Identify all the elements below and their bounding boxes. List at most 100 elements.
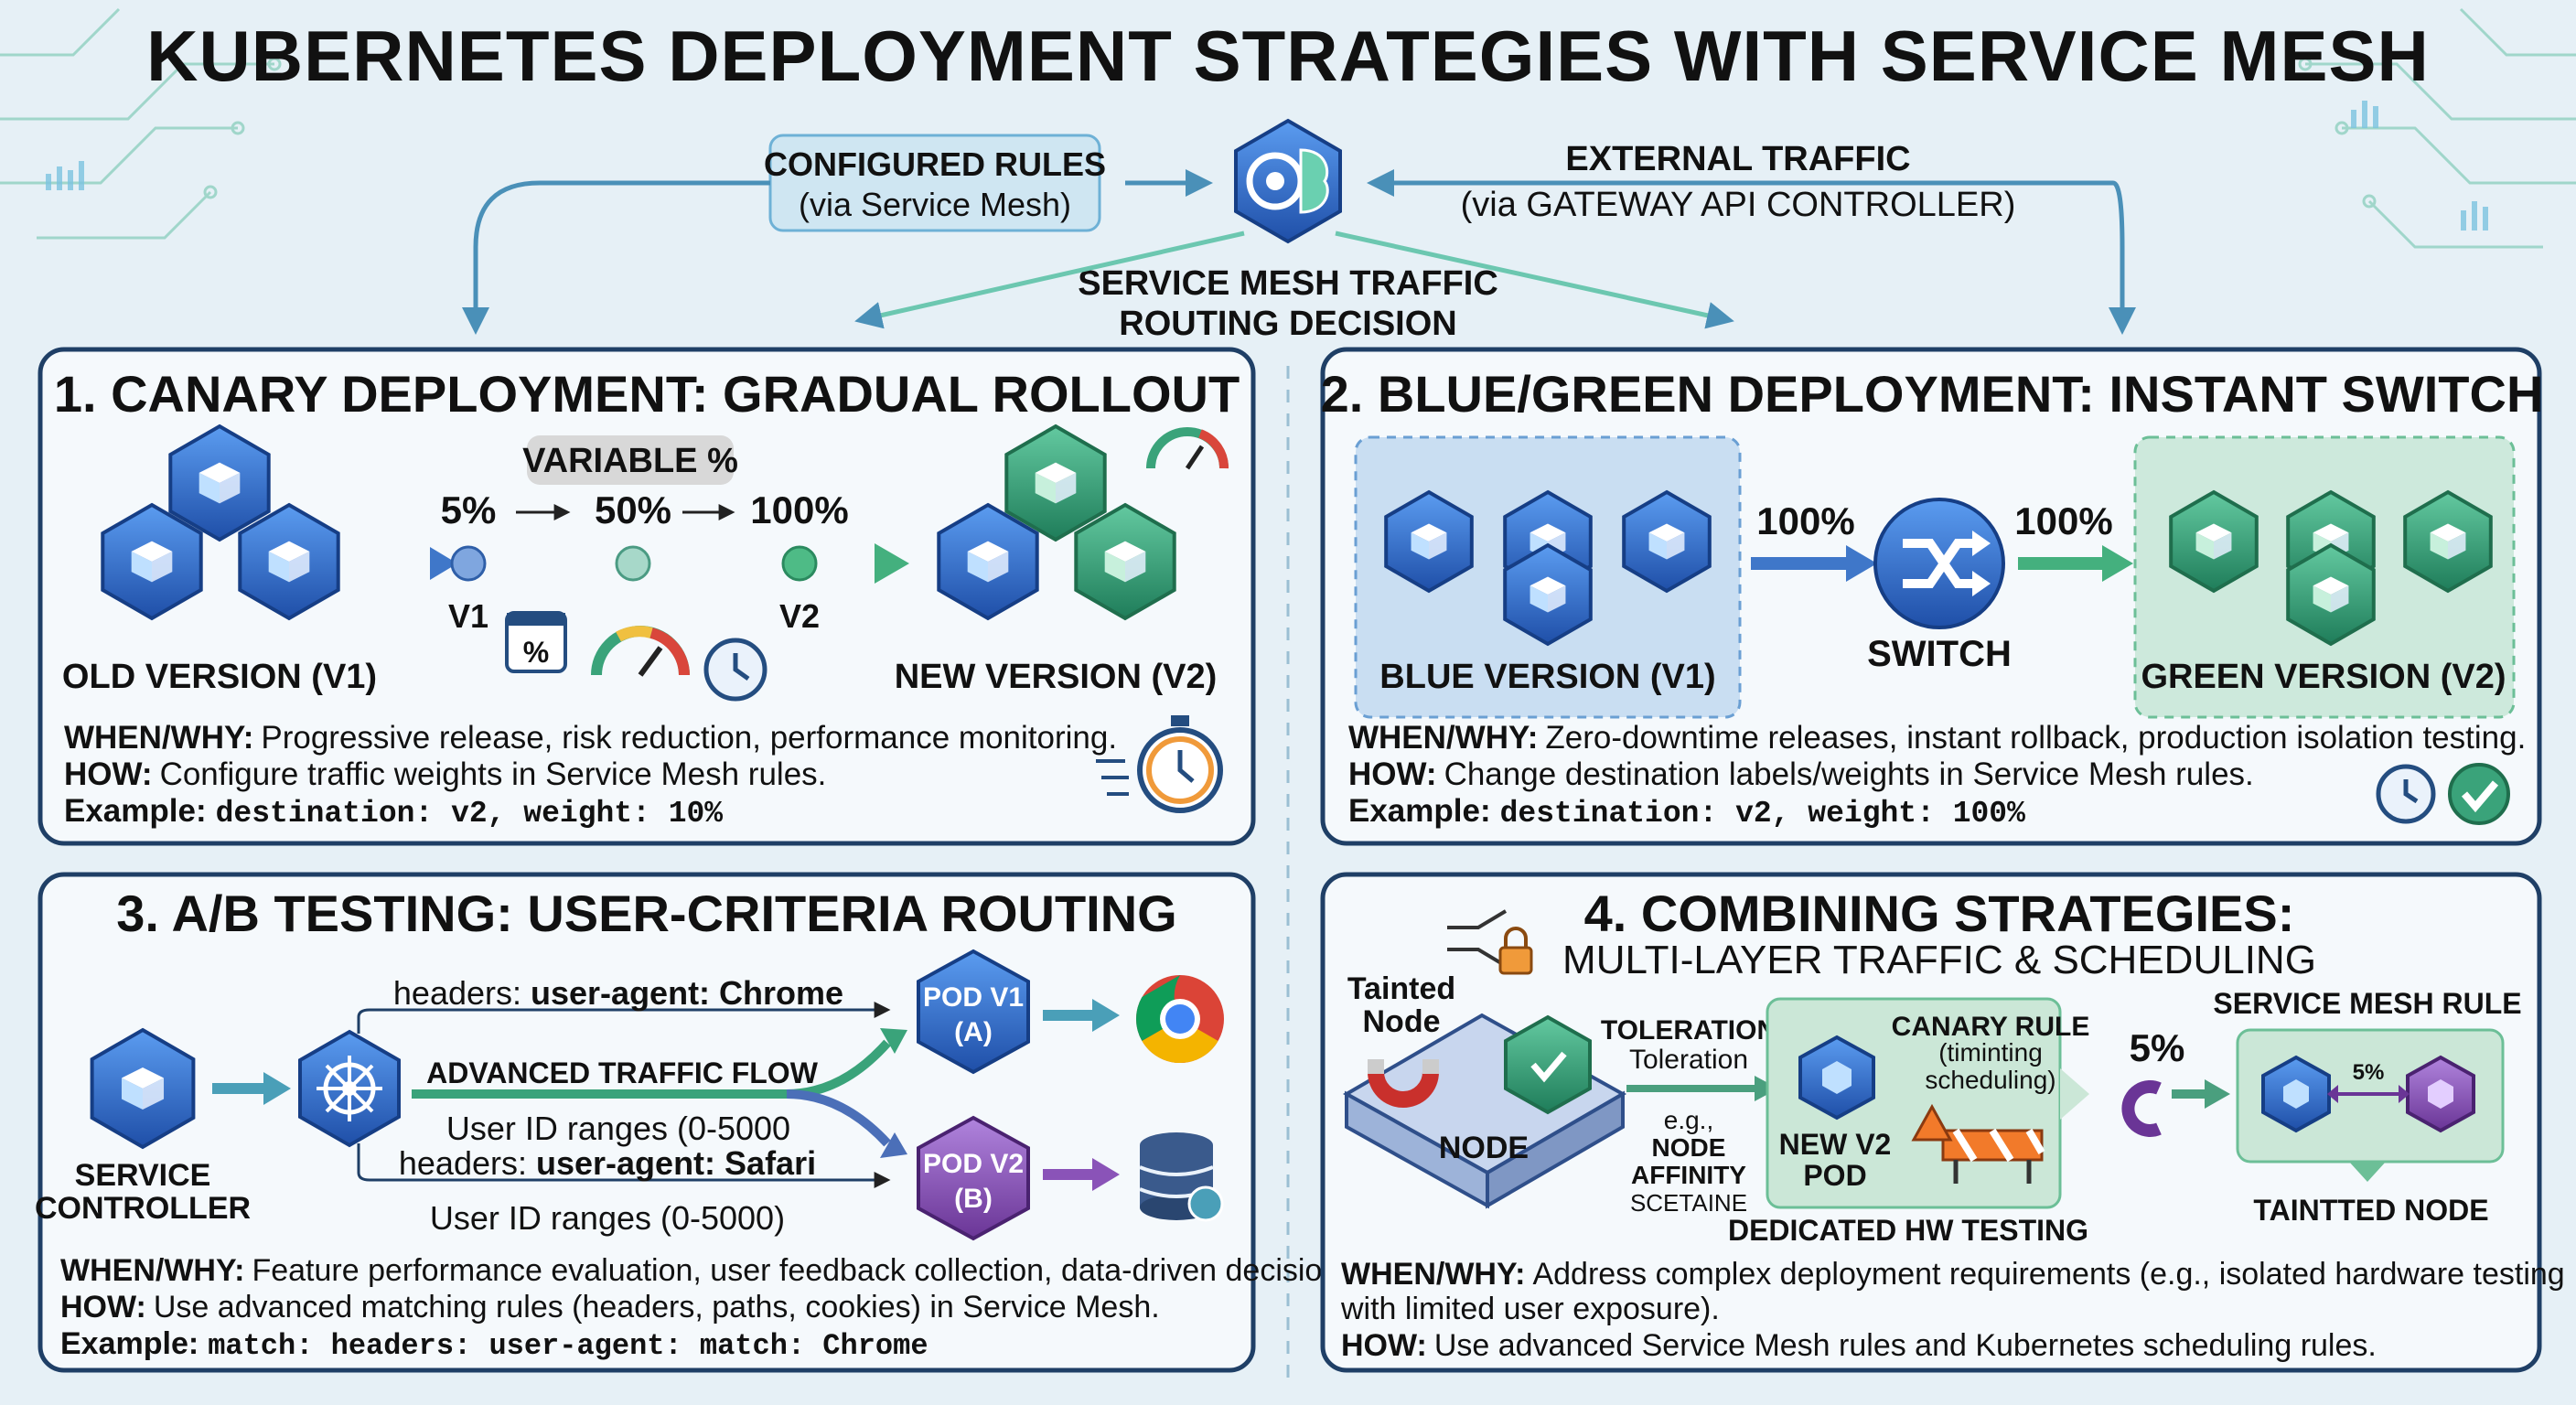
tainted-node-label-2: Node	[1363, 1004, 1441, 1039]
progress-100: 100%	[750, 488, 848, 531]
pod-v1-label-2: (A)	[954, 1017, 993, 1047]
pod-v2-hex	[917, 1115, 1030, 1241]
mesh-percent: 5%	[2353, 1060, 2385, 1085]
tainted-node-label-1: Tainted	[1347, 971, 1455, 1006]
pod-hex-icon	[90, 1027, 196, 1150]
old-version-label: OLD VERSION (V1)	[62, 658, 377, 696]
advanced-flow-label: ADVANCED TRAFFIC FLOW	[426, 1056, 819, 1089]
v1-label: V1	[448, 597, 488, 635]
switch-label: SWITCH	[1867, 634, 2012, 674]
bluegreen-title: 2. BLUE/GREEN DEPLOYMENT: INSTANT SWITCH	[1321, 365, 2544, 423]
clock-icon	[703, 638, 767, 702]
pod-hex-icon	[1074, 502, 1176, 621]
percent-left: 100%	[1756, 499, 1854, 542]
pod-hex-icon	[101, 502, 203, 621]
combo-when-cont: with limited user exposure).	[1340, 1292, 1720, 1326]
gear-brain-icon	[1234, 118, 1342, 244]
canary-example: Example:destination: v2, weight: 10%	[64, 793, 723, 831]
pod-hex-icon	[1004, 424, 1107, 542]
v2-label: V2	[779, 597, 820, 635]
combo-when: WHEN/WHY:Address complex deployment requ…	[1341, 1257, 2565, 1292]
percent-right: 100%	[2014, 499, 2112, 542]
progress-5: 5%	[441, 488, 497, 531]
progress-dot-v1	[450, 545, 487, 582]
header-arrows	[462, 169, 2136, 335]
ab-title: 3. A/B TESTING: USER-CRITERIA ROUTING	[116, 885, 1176, 942]
eg-line-2: NODE	[1652, 1133, 1726, 1162]
lock-route-icon	[1447, 909, 1533, 975]
database-icon	[1139, 1132, 1224, 1222]
pod-v2-label-2: (B)	[954, 1184, 993, 1214]
magnet-small-icon	[2121, 1080, 2162, 1137]
configured-rules-title: CONFIGURED RULES	[764, 145, 1106, 183]
service-controller-pod	[90, 1027, 196, 1150]
taintted-node-label: TAINTTED NODE	[2253, 1194, 2488, 1227]
combo-subtitle: MULTI-LAYER TRAFFIC & SCHEDULING	[1562, 938, 2316, 982]
eg-line-1: e.g.,	[1664, 1106, 1713, 1134]
clock-icon	[2376, 764, 2436, 824]
mesh-blue-pod	[2261, 1055, 2331, 1133]
new-v2-pod-label-2: POD	[1803, 1159, 1866, 1192]
mesh-rule-label: SERVICE MESH RULE	[2213, 987, 2521, 1020]
eg-line-4: SCETAINE	[1630, 1189, 1747, 1217]
ab-top-path	[357, 1002, 891, 1034]
mesh-purple-pod	[2406, 1055, 2475, 1133]
routing-decision-line1: SERVICE MESH TRAFFIC	[1078, 264, 1498, 303]
toleration-lower: Toleration	[1629, 1045, 1748, 1075]
old-version-pods	[101, 424, 340, 621]
svg-text:%: %	[523, 636, 549, 669]
progress-dot-v2	[781, 545, 818, 582]
canary-rule-title: CANARY RULE	[1892, 1012, 2090, 1042]
new-v2-pod-label-1: NEW V2	[1779, 1128, 1892, 1161]
node-platform	[1342, 1013, 1627, 1209]
node-label: NODE	[1439, 1131, 1529, 1165]
checkmark-icon	[2448, 763, 2510, 825]
magnet-icon	[1368, 1059, 1439, 1108]
page-title: KUBERNETES DEPLOYMENT STRATEGIES WITH SE…	[146, 16, 2430, 96]
combo-percent: 5%	[2130, 1026, 2185, 1069]
combo-how: HOW:Use advanced Service Mesh rules and …	[1341, 1328, 2377, 1363]
combo-title: 4. COMBINING STRATEGIES:	[1584, 885, 2295, 942]
canary-how: HOW:Configure traffic weights in Service…	[64, 756, 826, 792]
bluegreen-when: WHEN/WHY:Zero-downtime releases, instant…	[1348, 720, 2526, 756]
barrier-icon	[1911, 1103, 2045, 1184]
header-chrome: headers: user-agent: Chrome	[393, 974, 843, 1012]
service-controller-label-1: SERVICE	[75, 1158, 211, 1193]
stopwatch-icon	[1096, 715, 1223, 813]
kubernetes-wheel-icon	[298, 1029, 401, 1148]
pod-hex-icon	[2286, 542, 2376, 647]
ab-bottom-path	[357, 1143, 891, 1188]
chrome-icon	[1135, 975, 1224, 1064]
ab-flow-lower	[786, 1089, 891, 1147]
header-safari: headers: user-agent: Safari	[399, 1144, 816, 1182]
canary-title: 1. CANARY DEPLOYMENT: GRADUAL ROLLOUT	[54, 365, 1240, 423]
configured-rules-sub: (via Service Mesh)	[799, 186, 1071, 223]
pod-hex-icon	[2169, 489, 2259, 594]
green-version-pods	[2169, 489, 2493, 647]
new-version-label: NEW VERSION (V2)	[895, 658, 1218, 696]
speedometer-icon	[1146, 427, 1229, 470]
pod-hex-icon	[937, 502, 1039, 621]
external-traffic-sub: (via GATEWAY API CONTROLLER)	[1461, 186, 2016, 224]
gauge-icon	[591, 626, 690, 677]
variable-badge	[527, 435, 734, 485]
switch-shuffle-icon	[1873, 498, 2005, 629]
eg-line-3: AFFINITY	[1631, 1161, 1746, 1189]
bluegreen-how: HOW:Change destination labels/weights in…	[1348, 756, 2254, 792]
pod-hex-icon	[1622, 489, 1712, 594]
pod-v1-hex	[917, 949, 1030, 1075]
dedicated-hw-label: DEDICATED HW TESTING	[1728, 1214, 2088, 1247]
ab-example: Example:match: headers: user-agent: matc…	[60, 1326, 928, 1363]
bluegreen-example: Example:destination: v2, weight: 100%	[1348, 793, 2025, 831]
canary-rule-sub-1: (timinting	[1938, 1038, 2043, 1067]
canary-rule-sub-2: scheduling)	[1925, 1066, 2055, 1094]
new-version-pods	[937, 424, 1176, 621]
blue-version-pods	[1384, 489, 1712, 647]
canary-when: WHEN/WHY:Progressive release, risk reduc…	[64, 720, 1117, 756]
range-lower: User ID ranges (0-5000)	[430, 1199, 785, 1237]
green-version-label: GREEN VERSION (V2)	[2141, 658, 2506, 696]
calendar-icon: %	[505, 611, 567, 673]
pod-hex-icon	[238, 502, 340, 621]
